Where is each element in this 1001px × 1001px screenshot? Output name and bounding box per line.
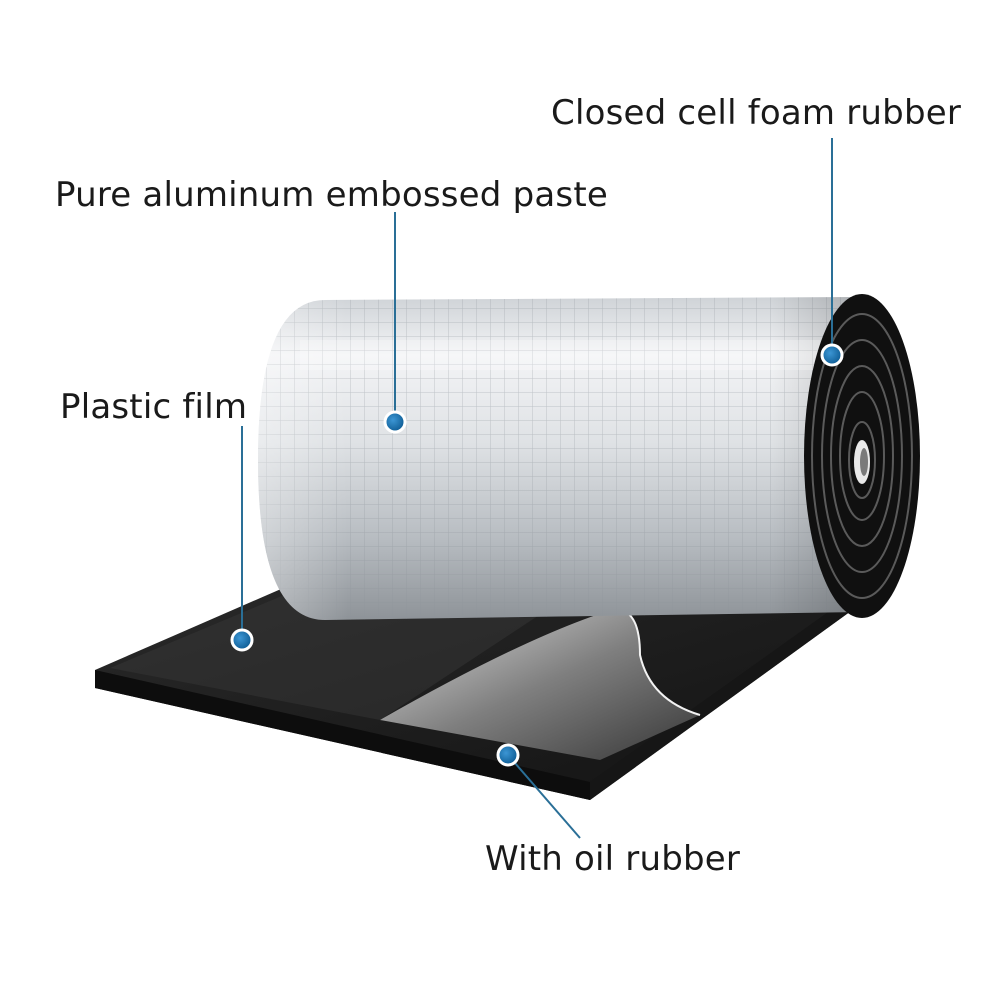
callout-dot-aluminum [383,410,407,434]
callout-line-oil-rubber [507,754,581,839]
label-with-oil-rubber: With oil rubber [485,839,741,879]
label-pure-aluminum-embossed-paste: Pure aluminum embossed paste [55,175,608,215]
callout-dot-plastic-film [230,628,254,652]
callout-dot-closed-cell [820,343,844,367]
roll-end-spiral [804,294,920,618]
label-plastic-film: Plastic film [60,387,248,427]
aluminum-roll [258,297,860,620]
label-closed-cell-foam-rubber: Closed cell foam rubber [551,93,962,133]
callout-dot-oil-rubber [496,743,520,767]
callout-lines [241,138,833,839]
callout-dots [230,343,844,767]
